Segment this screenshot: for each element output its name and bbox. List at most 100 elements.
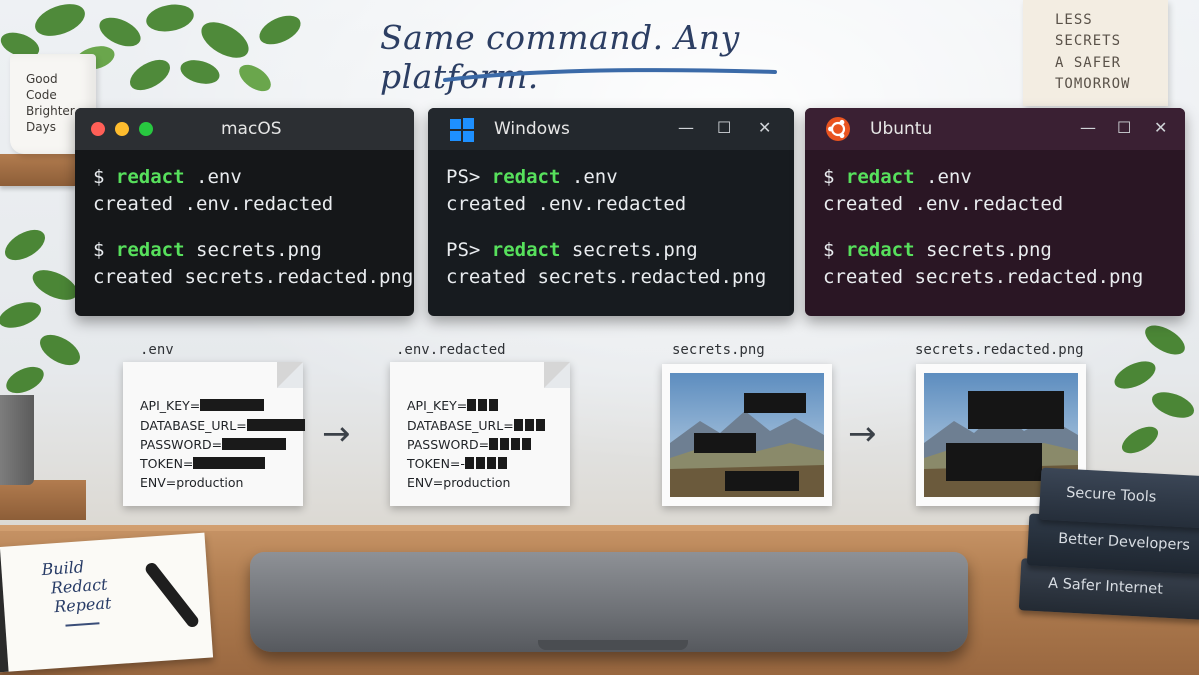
command-arg: .env <box>196 166 242 188</box>
redaction-box <box>694 433 756 453</box>
maximize-icon[interactable]: ☐ <box>1117 118 1132 137</box>
env-line: PASSWORD= <box>407 437 533 452</box>
windows-logo-icon <box>450 118 474 142</box>
file-label-env: .env <box>140 342 174 358</box>
file-label-png-redacted: secrets.redacted.png <box>915 342 1084 358</box>
output-line: created secrets.redacted.png <box>446 266 767 288</box>
prompt: $ <box>823 239 835 261</box>
command-arg: secrets.png <box>926 239 1052 261</box>
file-label-png: secrets.png <box>672 342 765 358</box>
env-line: ENV=production <box>407 475 511 490</box>
sign-text: TOMORROW <box>1055 76 1131 92</box>
close-icon[interactable]: ✕ <box>1154 118 1168 137</box>
terminal-windows[interactable]: Windows — ☐ ✕ PS> redact .env created .e… <box>428 108 794 316</box>
terminal-output[interactable]: $ redact .env created .env.redacted $ re… <box>75 150 414 316</box>
mask-bar <box>246 419 305 431</box>
terminal-output[interactable]: $ redact .env created .env.redacted $ re… <box>805 150 1185 316</box>
env-line: ENV=production <box>140 475 244 490</box>
prompt: PS> <box>446 166 481 188</box>
command-keyword: redact <box>845 239 915 261</box>
plant-left <box>0 229 80 394</box>
mask-bar <box>222 438 287 450</box>
mask-bar <box>193 457 266 469</box>
minimize-icon[interactable]: — <box>678 118 694 137</box>
plant-top-left <box>0 4 301 92</box>
ubuntu-logo-icon <box>826 117 850 141</box>
arrow-right-icon: → <box>322 414 351 454</box>
command-line: $ redact secrets.png <box>93 239 322 261</box>
window-title: Ubuntu <box>870 119 933 139</box>
window-title: Windows <box>494 119 570 139</box>
notebook-text: Repeat <box>53 593 112 617</box>
secrets-png-card <box>662 364 832 506</box>
env-redacted-file-card: API_KEY= DATABASE_URL= PASSWORD= TOKEN=-… <box>390 362 570 506</box>
env-file-card: API_KEY= DATABASE_URL= PASSWORD= TOKEN= … <box>123 362 305 506</box>
prompt: $ <box>93 239 105 261</box>
plant-right <box>1114 325 1195 454</box>
command-arg: .env <box>926 166 972 188</box>
titlebar-ubuntu[interactable]: Ubuntu — ☐ ✕ <box>805 108 1185 150</box>
redaction-box <box>946 443 1042 481</box>
prompt: PS> <box>446 239 481 261</box>
book-title: A Safer Internet <box>1047 575 1164 598</box>
command-keyword: redact <box>115 239 185 261</box>
lower-shelf <box>0 480 86 520</box>
prompt: $ <box>823 166 835 188</box>
close-dot-icon[interactable] <box>91 122 105 136</box>
env-line: DATABASE_URL= <box>140 418 305 433</box>
command-line: PS> redact secrets.png <box>446 239 698 261</box>
sign-text: SECRETS <box>1055 33 1122 49</box>
env-line: API_KEY= <box>407 398 500 413</box>
command-keyword: redact <box>845 166 915 188</box>
titlebar-macos[interactable]: macOS <box>75 108 414 150</box>
output-line: created .env.redacted <box>93 193 334 215</box>
maximize-dot-icon[interactable] <box>139 122 153 136</box>
command-line: $ redact .env <box>93 166 242 188</box>
output-line: created secrets.redacted.png <box>823 266 1144 288</box>
command-keyword: redact <box>115 166 185 188</box>
mug-text: Good <box>26 72 58 86</box>
closed-laptop <box>250 552 968 652</box>
redaction-box <box>968 391 1064 429</box>
redaction-box <box>725 471 799 491</box>
command-line: $ redact .env <box>823 166 972 188</box>
plant-pot <box>0 395 34 485</box>
window-title: macOS <box>221 119 282 139</box>
command-keyword: redact <box>491 239 561 261</box>
redaction-box <box>744 393 806 413</box>
sign-text: LESS <box>1055 12 1093 28</box>
command-line: $ redact secrets.png <box>823 239 1052 261</box>
wall-sign: LESS SECRETS A SAFER TOMORROW <box>1023 0 1168 106</box>
wall-shelf <box>0 154 75 186</box>
mug-text: Days <box>26 120 56 134</box>
output-line: created .env.redacted <box>446 193 687 215</box>
mask-bar <box>200 399 265 411</box>
terminal-macos[interactable]: macOS $ redact .env created .env.redacte… <box>75 108 414 316</box>
output-line: created secrets.redacted.png <box>93 266 414 288</box>
sign-text: A SAFER <box>1055 55 1122 71</box>
mug-text: Code <box>26 88 57 102</box>
close-icon[interactable]: ✕ <box>758 118 772 137</box>
landscape-image <box>670 373 824 497</box>
prompt: $ <box>93 166 105 188</box>
titlebar-windows[interactable]: Windows — ☐ ✕ <box>428 108 794 150</box>
laptop-hinge <box>538 640 688 650</box>
command-arg: .env <box>571 166 618 188</box>
terminal-ubuntu[interactable]: Ubuntu — ☐ ✕ $ redact .env created .env.… <box>805 108 1185 316</box>
command-keyword: redact <box>491 166 561 188</box>
book-title: Better Developers <box>1057 530 1191 554</box>
env-line: DATABASE_URL= <box>407 418 547 433</box>
env-line: TOKEN=- <box>407 456 509 471</box>
env-line: API_KEY= <box>140 398 265 413</box>
command-arg: secrets.png <box>196 239 322 261</box>
terminal-output[interactable]: PS> redact .env created .env.redacted PS… <box>428 150 794 316</box>
headline: Same command. Any platform. <box>380 18 740 96</box>
maximize-icon[interactable]: ☐ <box>717 118 732 137</box>
book-top: Secure Tools <box>1038 467 1199 529</box>
minimize-icon[interactable]: — <box>1080 118 1096 137</box>
command-arg: secrets.png <box>571 239 698 261</box>
output-line: created .env.redacted <box>823 193 1064 215</box>
book-title: Secure Tools <box>1065 484 1157 506</box>
mug-text: Brighter <box>26 104 75 118</box>
minimize-dot-icon[interactable] <box>115 122 129 136</box>
